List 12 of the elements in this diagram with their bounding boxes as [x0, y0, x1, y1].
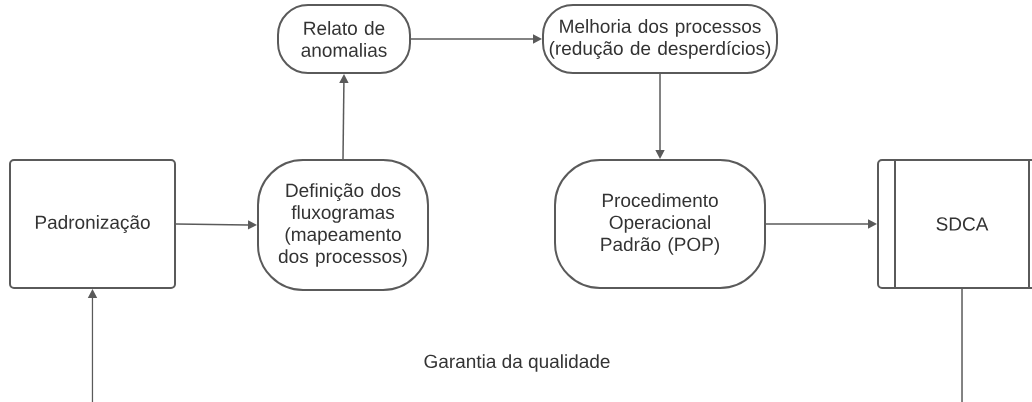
- subprocess-box: SDCA: [877, 159, 1032, 289]
- arrow: [410, 34, 542, 44]
- arrow: [765, 219, 877, 229]
- arrow: [175, 220, 257, 230]
- process-box: Padronização: [9, 159, 176, 289]
- arrow: [339, 74, 349, 160]
- rounded-box: Relato de anomalias: [277, 4, 411, 74]
- arrow: [655, 73, 665, 159]
- rounded-box: Definição dos fluxogramas (mapeamento dos processos): [257, 159, 429, 291]
- rounded-box: Melhoria dos processos (redução de desperdícios): [542, 4, 778, 74]
- rounded-box: Procedimento Operacional Padrão (POP): [554, 159, 766, 289]
- caption-text: Garantia da qualidade: [424, 354, 610, 372]
